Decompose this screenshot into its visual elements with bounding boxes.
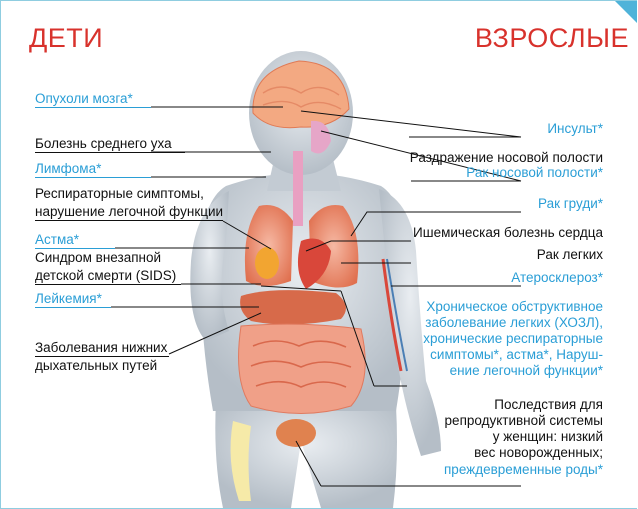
label-copd-line1: Хроническое обструктивное [426,299,603,314]
label-copd-line4: симптомы*, астма*, Наруш- [430,347,603,362]
label-middle-ear: Болезнь среднего уха [35,136,185,153]
label-copd-line3: хронические респираторные [423,331,603,346]
label-respiratory-line1: Респираторные симптомы, [35,186,204,201]
label-repro-line1: Последствия для [494,397,603,412]
label-copd-line5: ение легочной функции* [450,363,603,378]
label-repro-line5: преждевременные роды* [444,462,603,477]
label-atherosclerosis: Атеросклероз* [511,270,603,285]
label-brain-tumors: Опухоли мозга* [35,91,151,108]
label-lower-resp-line1: Заболевания нижних [35,340,169,357]
label-sids-line1: Синдром внезапной [35,250,161,265]
label-asthma: Астма* [35,232,115,249]
label-lymphoma: Лимфома* [35,161,151,178]
intestines [239,324,366,413]
label-nasal-cancer: Рак носовой полости* [466,165,603,180]
label-lung-cancer: Рак легких [537,247,603,262]
lymph-node [255,247,279,279]
trachea [293,151,303,226]
label-sids-line2: детской смерти (SIDS) [35,268,181,285]
label-copd-line2: заболевание легких (ХОЗЛ), [425,315,603,330]
label-repro-line4: вес новорожденных; [474,445,603,460]
label-lower-resp-line2: дыхательных путей [35,358,157,373]
reproductive-organ [276,419,316,447]
label-leukemia: Лейкемия* [35,291,111,308]
heading-adults: ВЗРОСЛЫЕ [475,23,629,54]
label-ischemic-heart: Ишемическая болезнь сердца [413,225,603,240]
label-stroke: Инсульт* [547,121,603,136]
label-repro-line2: репродуктивной системы [445,413,603,428]
heading-children: ДЕТИ [29,23,103,54]
label-nasal-irritation: Раздражение носовой полости [410,150,603,165]
label-repro-line3: у женщин: низкий [493,429,603,444]
label-respiratory-line2: нарушение легочной функции [35,204,223,221]
label-breast-cancer: Рак груди* [538,196,603,211]
